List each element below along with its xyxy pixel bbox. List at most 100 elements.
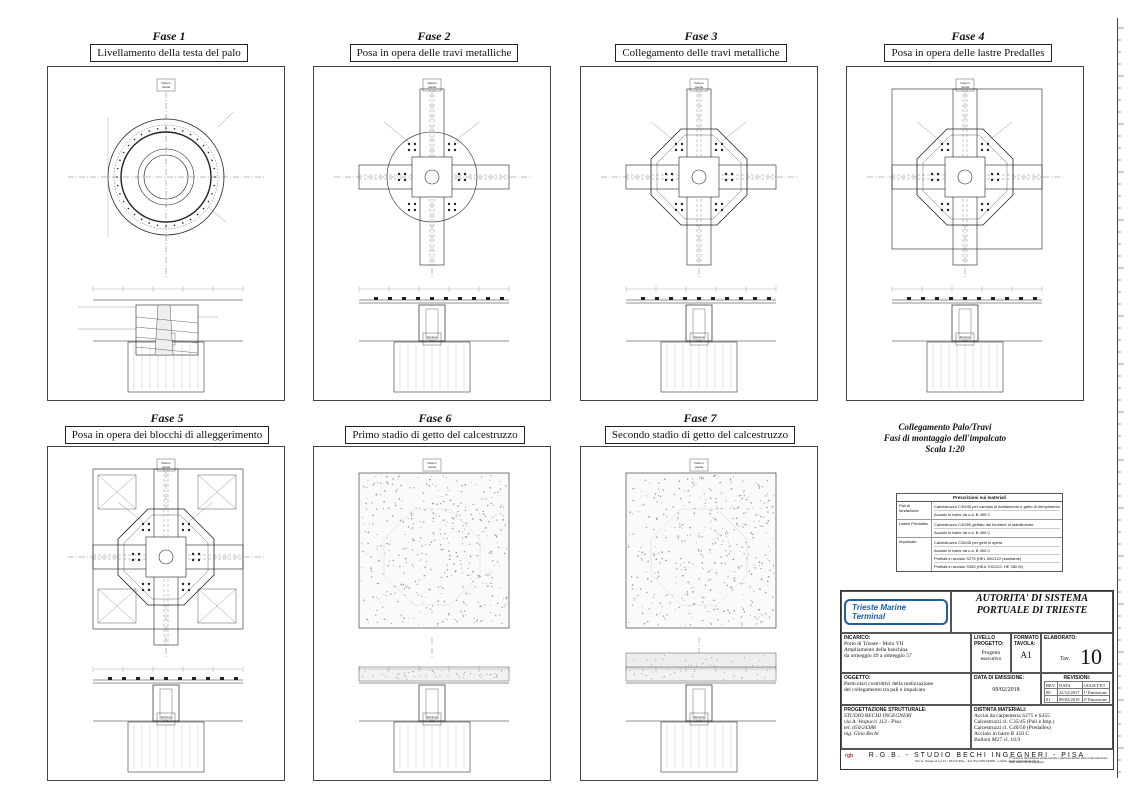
aggregate [729,553,730,554]
bolt [138,553,140,555]
aggregate [655,659,656,660]
aggregate [691,587,692,588]
aggregate [628,544,629,545]
aggregate [656,614,658,616]
aggregate [694,513,695,514]
rebar [134,214,136,216]
aggregate [703,507,704,508]
aggregate [725,500,726,501]
aggregate [456,513,457,514]
bolt [182,523,184,525]
bolt [997,173,999,175]
aggregate [442,621,443,622]
aggregate [415,581,416,582]
aggregate [699,537,700,538]
aggregate [689,583,690,584]
aggregate [744,495,745,496]
aggregate [398,498,400,500]
bolt [414,203,416,205]
aggregate [753,591,754,592]
aggregate [420,527,421,528]
aggregate [495,515,496,516]
bolt [454,209,456,211]
aggregate [717,608,718,609]
phase-title-1: Fase 1 Livellamento della testa del palo [80,29,258,62]
aggregate [373,483,374,484]
aggregate [715,542,717,544]
aggregate [456,673,457,674]
aggregate [677,535,679,537]
formato-value: A1 [1014,650,1038,660]
bolt [142,529,144,531]
rebar [203,145,205,147]
aggregate [464,603,465,604]
aggregate [721,492,722,493]
aggregate [714,530,716,532]
aggregate [409,487,410,488]
aggregate [443,538,444,539]
drawing-line [987,122,1012,142]
bolt [486,297,490,300]
incarico-line: da ormeggio 49 a ormeggio 57 [844,653,968,659]
aggregate [368,622,369,623]
aggregate [363,486,364,487]
aggregate [437,600,439,602]
aggregate [732,518,733,519]
aggregate [490,475,491,476]
aggregate [654,555,655,556]
aggregate [701,476,702,477]
notes-row: Impalcato Calcestruzzo C35/45 per getti … [897,538,1062,571]
aggregate [729,545,730,546]
aggregate [384,490,386,492]
bolt [178,677,182,680]
aggregate [646,527,647,528]
revisioni-cell: REVISIONI: REV. DATA OGGETTO 00 22/12/20… [1041,673,1113,705]
drawing-group: Vista inpiantaSezioneA-A [334,79,530,392]
authority-name: PORTUALE DI TRIESTE [954,605,1110,617]
aggregate [683,600,684,601]
aggregate [412,527,413,528]
bolt [206,677,210,680]
aggregate [628,622,629,623]
bolt [408,149,410,151]
aggregate [412,671,413,672]
aggregate [378,560,380,562]
label-box-text: pianta [695,85,704,89]
aggregate [395,491,396,492]
aggregate [443,475,444,476]
aggregate [478,577,479,578]
aggregate [657,578,658,579]
bolt [454,143,456,145]
aggregate [500,529,502,531]
notes-label: Pali di fondazione [897,502,932,519]
bolt [414,143,416,145]
aggregate [734,675,735,676]
aggregate [768,576,770,578]
rebar [128,145,130,147]
aggregate [377,622,378,623]
aggregate [698,549,700,551]
caption-line: Fasi di montaggio dell'impalcato [870,433,1020,444]
aggregate [633,599,634,600]
bolt [444,297,448,300]
aggregate [421,595,422,596]
aggregate [727,533,728,534]
phase-number: Fase 2 [345,29,523,43]
aggregate [498,547,500,549]
rebar [165,225,167,227]
aggregate [461,568,462,569]
authority-name: AUTORITA' DI SISTEMA [954,593,1110,605]
drawing-group: Vista inpiantaSezioneA-A [359,459,509,772]
aggregate [409,617,410,618]
aggregate [718,476,719,477]
bolt [675,149,677,151]
aggregate [404,534,405,535]
phase-title-5: Fase 5 Posa in opera dei blocchi di alle… [58,411,276,444]
aggregate [387,481,388,482]
bolt [641,297,645,300]
aggregate [505,485,507,487]
aggregate [662,606,663,607]
aggregate [699,533,700,534]
rebar [174,128,176,130]
aggregate [452,528,453,529]
